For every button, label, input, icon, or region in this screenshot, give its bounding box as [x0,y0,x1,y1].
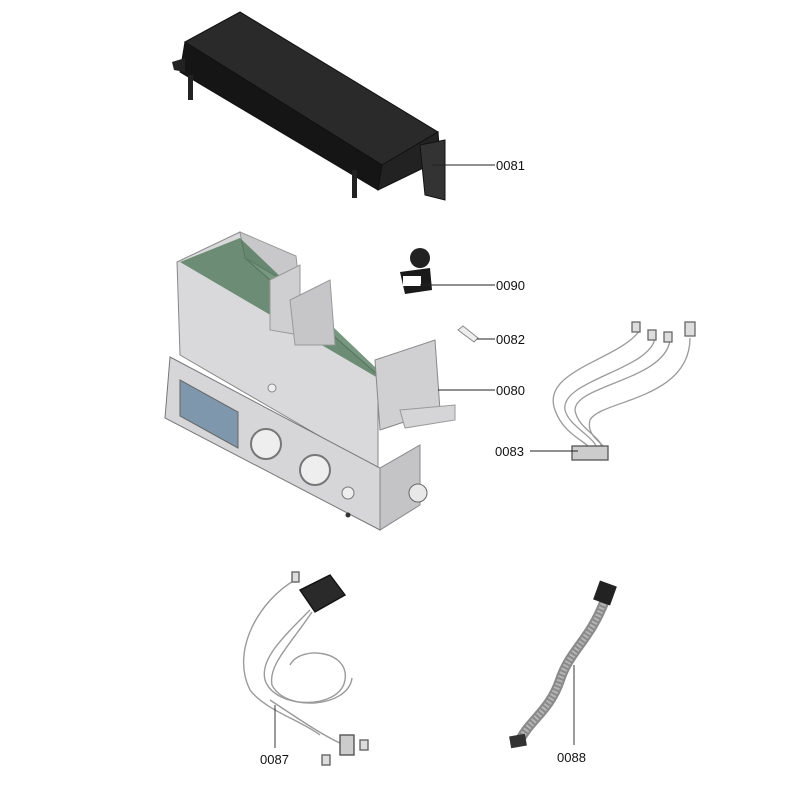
part-0081-cover[interactable] [172,11,446,201]
part-0082-fuse[interactable] [457,325,479,343]
label-0090[interactable]: 0090 [496,278,525,293]
part-0087-cable-harness[interactable] [242,571,369,766]
label-0080[interactable]: 0080 [496,383,525,398]
part-0083-wiring-harness[interactable] [552,321,696,461]
label-0087[interactable]: 0087 [260,752,289,767]
part-0080-control-panel[interactable] [164,231,456,531]
part-0090-clip[interactable] [400,248,432,294]
label-0083[interactable]: 0083 [495,444,524,459]
label-0082[interactable]: 0082 [496,332,525,347]
label-0081[interactable]: 0081 [496,158,525,173]
label-0088[interactable]: 0088 [557,750,586,765]
part-0088-ribbon-cable[interactable] [509,580,617,749]
